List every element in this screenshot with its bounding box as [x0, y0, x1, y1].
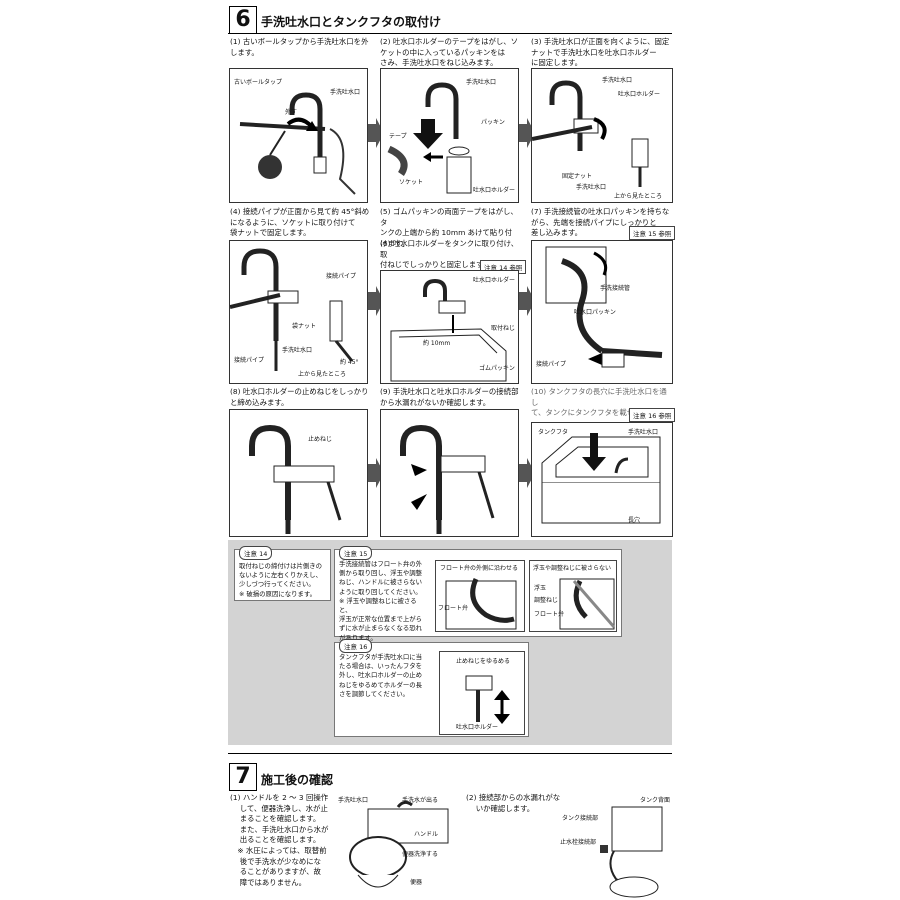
label-holder: 吐水口ホルダー [473, 187, 516, 194]
note-15-image-2: 浮玉や調整ねじに被さらない 浮玉 調整ねじ フロート弁 [529, 560, 617, 632]
label-top-view: 上から見たところ [614, 193, 663, 200]
illustration-mount-holder [390, 278, 507, 382]
note-15-tag: 注意 15 [339, 546, 373, 560]
panel-step-7: 手洗接続管 吐水口パッキン 接続パイプ [531, 240, 673, 384]
label-spout: 手洗吐水口 [576, 184, 607, 191]
panel-step-5-6: 吐水口ホルダー 取付ねじ 約 10mm ゴムパッキン [380, 270, 519, 384]
panel-step-10: タンクフタ 手洗吐水口 長穴 [531, 422, 673, 537]
panel-step-2: 手洗吐水口 パッキン テープ ソケット 吐水口ホルダー [380, 68, 519, 203]
step-1-text: (1) 古いボールタップから手洗吐水口を外 します。 [230, 37, 369, 57]
illustration-fix-spout [532, 80, 649, 187]
note-15: 注意 15 手洗接続管はフロート弁の外 側から取り回し、浮玉や調整 ねじ、ハンド… [334, 546, 622, 642]
label-top-view: 上から見たところ [298, 371, 347, 378]
panel-step-1: 古いボールタップ 手洗吐水口 外す [229, 68, 368, 203]
step-9-text: (9) 手洗吐水口と吐水口ホルダーの接続部 から水漏れがないか確認します。 [380, 387, 519, 407]
note-14-text: 取付ねじの締付けは片側きの ないように左右くりかえし、 少しづつ行ってください。… [239, 562, 323, 598]
label-water-flows: 手洗水が出る [402, 797, 439, 804]
label-rubber-packing: ゴムパッキン [479, 365, 515, 372]
label-tape: テープ [389, 133, 407, 140]
label-packing: パッキン [481, 119, 505, 126]
label-old-balltap: 古いボールタップ [234, 79, 283, 86]
note-14-tag: 注意 14 [239, 546, 273, 560]
section-title-7: 施工後の確認 [261, 773, 334, 787]
step-3-text: (3) 手洗吐水口が正面を向くように、固定 ナットで手洗吐水口を吐水口ホルダー … [531, 37, 670, 68]
note-15-image-2-title: 浮玉や調整ねじに被さらない [533, 565, 612, 572]
illustration-toilet-flush: 手洗吐水口 手洗水が出る ハンドル 便器洗浄する 便器 [338, 795, 458, 898]
label-pipe: 接続パイプ [234, 357, 265, 364]
note-16: 注意 16 タンクフタが手洗吐水口に当 たる場合は、いったんフタを 外し、吐水口… [334, 639, 529, 737]
note-15-image-1-label: フロート弁 [438, 605, 469, 612]
label-angle: 約 45° [340, 359, 359, 366]
label-hand-wash-pipe: 手洗接続管 [600, 285, 631, 292]
note-16-text: タンクフタが手洗吐水口に当 たる場合は、いったんフタを 外し、吐水口ホルダーの止… [339, 653, 423, 698]
label-cap-nut: 袋ナット [292, 323, 317, 330]
illustration-tighten-screw [249, 424, 342, 534]
step-2-text: (2) 吐水口ホルダーのテープをはがし、ソ ケットの中に入っているパッキンをは … [380, 37, 519, 68]
label-pipe: 接続パイプ [326, 273, 357, 280]
label-stopcock-joint: 止水栓接続部 [560, 839, 597, 846]
label-holder: 吐水口ホルダー [618, 91, 661, 98]
step-6-text: (6) 吐水口ホルダーをタンクに取り付け、取 付ねじでしっかりと固定します。 [380, 239, 519, 270]
label-holder: 吐水口ホルダー [473, 277, 516, 284]
label-toilet-bowl: 便器 [410, 879, 423, 886]
label-mount-screw: 取付ねじ [491, 325, 516, 332]
section-number-6: 6 [229, 6, 257, 34]
label-flush: 便器洗浄する [402, 851, 439, 858]
step-4-text: (4) 接続パイプが正面から見て約 45°斜め になるように、ソケットに取り付け… [230, 207, 370, 238]
note-16-image-label: 吐水口ホルダー [456, 724, 499, 731]
label-connection-pipe: 接続パイプ [536, 361, 567, 368]
label-spout: 手洗吐水口 [330, 89, 361, 96]
illustration-tank-back: タンク接続部 タンク背面 止水栓接続部 [560, 795, 670, 898]
step-10-text: (10) タンクフタの長穴に手洗吐水口を通し て、タンクにタンクフタを載せます。 [531, 387, 667, 418]
label-spout: 手洗吐水口 [628, 429, 659, 436]
note-14: 注意 14 取付ねじの締付けは片側きの ないように左右くりかえし、 少しづつ行っ… [234, 546, 331, 601]
illustration-place-lid [541, 433, 661, 524]
panel-step-8: 止めねじ [229, 409, 368, 537]
label-tank-joint: タンク接続部 [562, 815, 599, 822]
label-spout: 手洗吐水口 [602, 77, 633, 84]
note-16-tag: 注意 16 [339, 639, 373, 653]
note-16-image-title: 止めねじをゆるめる [456, 658, 511, 665]
note-16-image: 止めねじをゆるめる 吐水口ホルダー [439, 651, 525, 735]
note-15-image-1: フロート弁の外側に沿わせる フロート弁 [435, 560, 525, 632]
note-15-text: 手洗接続管はフロート弁の外 側から取り回し、浮玉や調整 ねじ、ハンドルに被さらな… [339, 560, 423, 642]
note-ref-15: 注意 15 参照 [629, 226, 676, 240]
label-spout-packing: 吐水口パッキン [574, 309, 616, 316]
label-spout: 手洗吐水口 [466, 79, 497, 86]
panel-step-9 [380, 409, 519, 537]
label-socket: ソケット [399, 179, 424, 186]
illustration-connect-pipe [230, 248, 354, 371]
label-10mm: 約 10mm [423, 340, 451, 347]
step-5-text: (5) ゴムパッキンの両面テープをはがし、タ ンクの上端から約 10mm あけて… [380, 207, 518, 248]
section-rule [228, 33, 672, 34]
note-15-image-2-float: 浮玉 [534, 585, 547, 592]
label-tank-lid: タンクフタ [538, 429, 569, 436]
label-tank-back: タンク背面 [640, 797, 671, 804]
label-set-screw: 止めねじ [308, 436, 333, 443]
label-remove: 外す [285, 109, 298, 116]
section-title-6: 手洗吐水口とタンクフタの取付け [261, 15, 442, 29]
label-fixing-nut: 固定ナット [562, 173, 593, 180]
panel-step-4: 接続パイプ 袋ナット 接続パイプ 手洗吐水口 約 45° 上から見たところ [229, 240, 368, 384]
label-long-hole: 長穴 [628, 517, 641, 524]
section-number-7: 7 [229, 763, 257, 791]
illustration-attach-spout [387, 82, 472, 194]
note-15-image-1-title: フロート弁の外側に沿わせる [440, 565, 519, 572]
note-15-image-2-valve: フロート弁 [534, 611, 565, 618]
panel-step-3: 手洗吐水口 吐水口ホルダー 固定ナット 手洗吐水口 上から見たところ [531, 68, 673, 203]
label-spout: 手洗吐水口 [338, 797, 369, 804]
step-7-text: (7) 手洗接続管の吐水口パッキンを持ちな がら、先端を接続パイプにしっかりと … [531, 207, 670, 238]
step-7-1-text: (1) ハンドルを 2 ～ 3 回操作 して、便器洗浄し、水が止 まることを確認… [230, 793, 329, 887]
illustration-remove-spout [239, 92, 356, 195]
section-rule [228, 753, 672, 754]
label-handle: ハンドル [414, 831, 439, 838]
illustration-insert-pipe [545, 246, 663, 368]
step-8-text: (8) 吐水口ホルダーの止めねじをしっかり と締め込みます。 [230, 387, 369, 407]
note-ref-16: 注意 16 参照 [629, 408, 676, 422]
note-15-image-2-screw: 調整ねじ [534, 597, 559, 604]
illustration-check-leak [400, 424, 495, 534]
step-7-2-text: (2) 接続部からの水漏れがな いか確認します。 [466, 793, 561, 813]
label-spout: 手洗吐水口 [282, 347, 313, 354]
